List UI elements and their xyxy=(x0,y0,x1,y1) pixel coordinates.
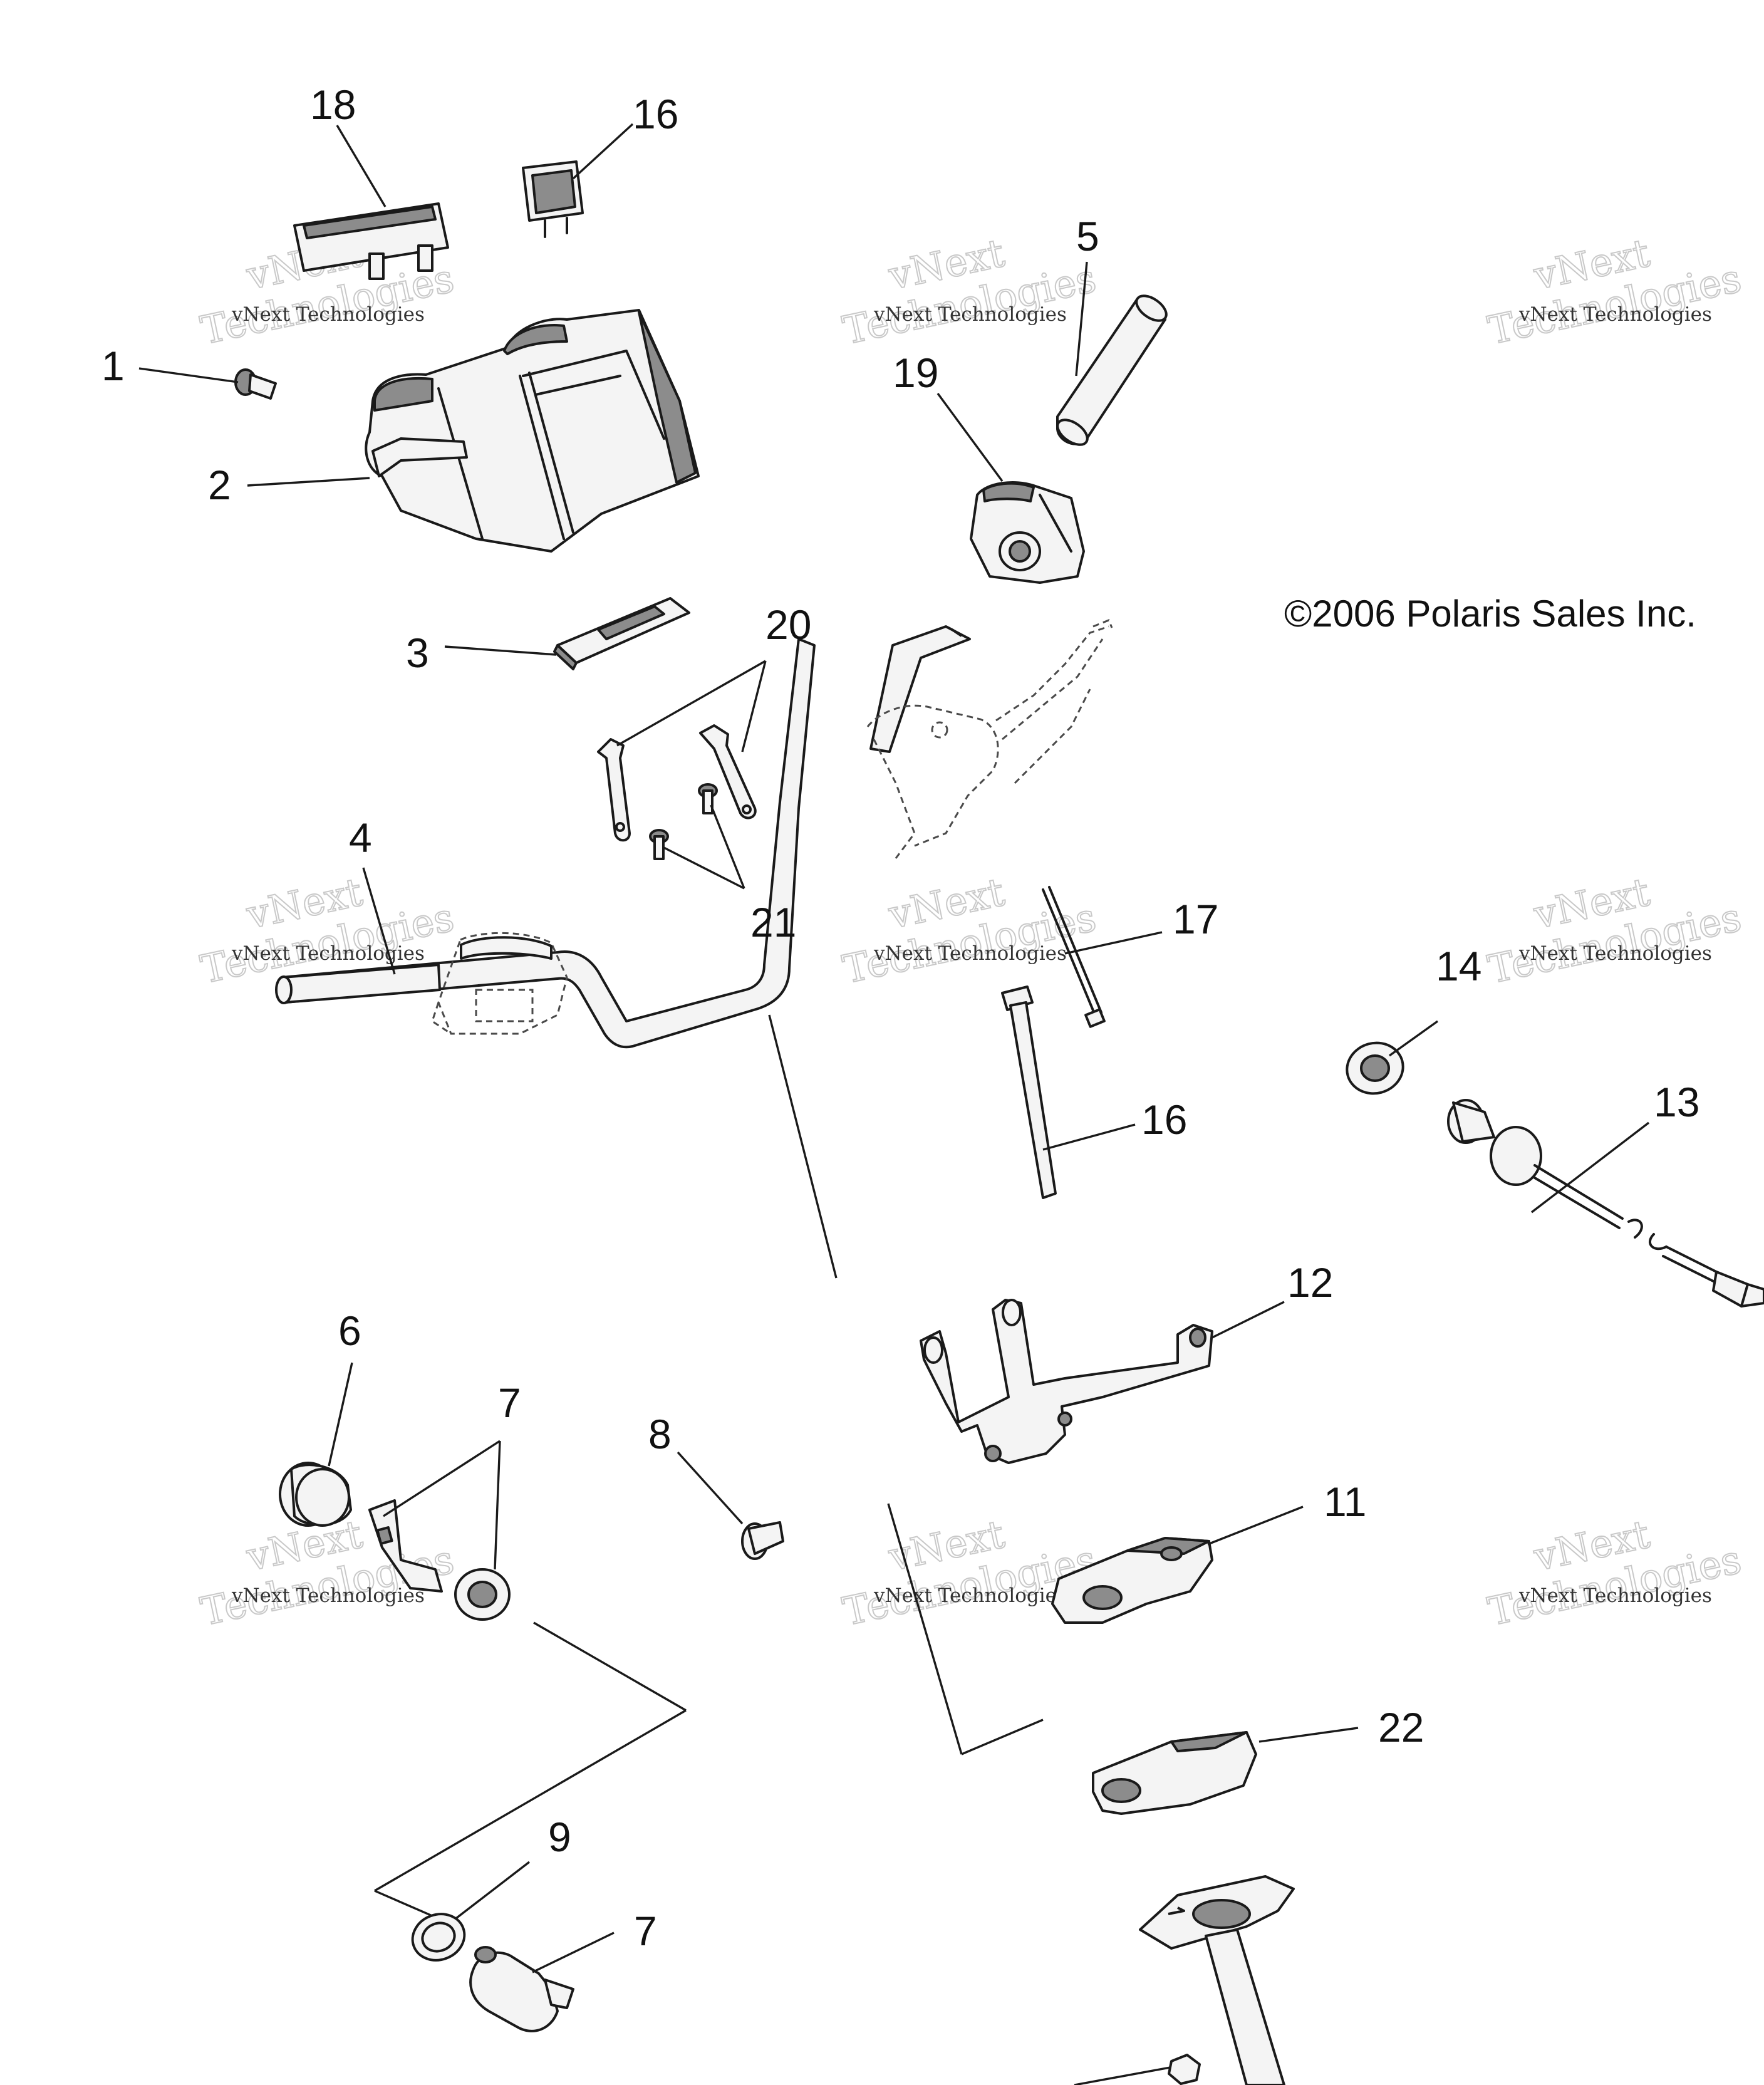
part-15-bolt xyxy=(1001,985,1057,1199)
callout-7-upper: 7 xyxy=(498,1380,521,1426)
callout-1: 1 xyxy=(101,343,125,389)
part-7-grommet xyxy=(454,1568,511,1621)
callout-labels: 18 16 1 2 3 20 21 4 5 19 17 16 14 13 12 … xyxy=(101,81,1699,1954)
part-22-lower-clamp xyxy=(1092,1731,1257,1815)
callout-3: 3 xyxy=(406,630,429,676)
callout-22: 22 xyxy=(1378,1704,1424,1750)
part-13-cable xyxy=(1447,1099,1764,1308)
watermark: vNext Technologies vNext Technologies xyxy=(1483,1510,1746,1635)
part-1-rivet xyxy=(234,368,277,400)
callout-2: 2 xyxy=(208,462,231,508)
callout-8: 8 xyxy=(648,1411,672,1457)
handlebar-assembly xyxy=(281,619,1113,1049)
part-20-clamp-right xyxy=(699,724,757,819)
svg-text:vNext Technologies: vNext Technologies xyxy=(873,942,1067,965)
callout-19: 19 xyxy=(893,350,938,396)
part-7-ignition-key xyxy=(469,1946,574,2032)
part-21-screw-b xyxy=(649,829,669,860)
part-3-bracket xyxy=(553,597,690,670)
part-18-display-meter xyxy=(293,202,449,280)
callout-4: 4 xyxy=(349,814,372,861)
part-21-screw-a xyxy=(698,783,718,814)
watermark: vNext Technologies vNext Technologies xyxy=(838,868,1101,993)
callout-13: 13 xyxy=(1654,1079,1699,1125)
part-4-grip xyxy=(275,936,553,1004)
watermark: vNext Technologies vNext Technologies xyxy=(1483,229,1746,354)
svg-text:vNext Technologies: vNext Technologies xyxy=(1518,1584,1712,1607)
part-6-bushing xyxy=(279,1462,352,1527)
part-7-key-tab xyxy=(368,1499,443,1593)
part-2-handlebar-pod xyxy=(365,309,700,553)
part-9-washer xyxy=(411,1913,466,1962)
callout-16: 17 xyxy=(1173,896,1218,942)
svg-text:vNext Technologies: vNext Technologies xyxy=(231,942,425,965)
leader-lines xyxy=(138,123,1650,1973)
callout-17: 16 xyxy=(633,91,678,137)
part-17-switch xyxy=(522,160,584,238)
svg-text:vNext Technologies: vNext Technologies xyxy=(1518,303,1712,326)
callout-21: 21 xyxy=(750,899,796,945)
svg-text:vNext Technologies: vNext Technologies xyxy=(873,1584,1067,1607)
callout-14: 14 xyxy=(1436,943,1481,989)
callout-9: 9 xyxy=(548,1814,571,1860)
watermark: vNext Technologies vNext Technologies xyxy=(1483,868,1746,993)
callout-18: 18 xyxy=(310,81,356,128)
svg-text:vNext Technologies: vNext Technologies xyxy=(873,303,1067,326)
part-14-nut xyxy=(1346,1041,1404,1095)
watermark: vNext Technologies vNext Technologies xyxy=(838,1510,1101,1635)
copyright-notice: ©2006 Polaris Sales Inc. xyxy=(1284,593,1696,635)
callout-5: 5 xyxy=(1076,213,1099,259)
part-19-switch-housing xyxy=(970,481,1085,584)
part-20-clamp-left xyxy=(597,738,631,842)
watermark: vNext Technologies vNext Technologies xyxy=(838,229,1101,354)
callout-6: 6 xyxy=(338,1308,361,1354)
callout-7-lower: 7 xyxy=(634,1908,657,1954)
steering-nut xyxy=(1074,2054,1201,2085)
callout-11: 11 xyxy=(1324,1479,1367,1525)
callout-20: 20 xyxy=(765,601,811,648)
callout-15: 16 xyxy=(1141,1096,1187,1143)
svg-text:vNext Technologies: vNext Technologies xyxy=(231,303,425,326)
svg-text:vNext Technologies: vNext Technologies xyxy=(231,1584,425,1607)
part-11-upper-clamp xyxy=(1051,1537,1213,1624)
callout-12: 12 xyxy=(1287,1259,1333,1306)
steering-post xyxy=(1139,1875,1295,2085)
part-12-bracket xyxy=(920,1299,1213,1464)
part-5-grip xyxy=(1056,294,1168,446)
part-8-screw xyxy=(741,1521,784,1560)
svg-text:vNext Technologies: vNext Technologies xyxy=(1518,942,1712,965)
